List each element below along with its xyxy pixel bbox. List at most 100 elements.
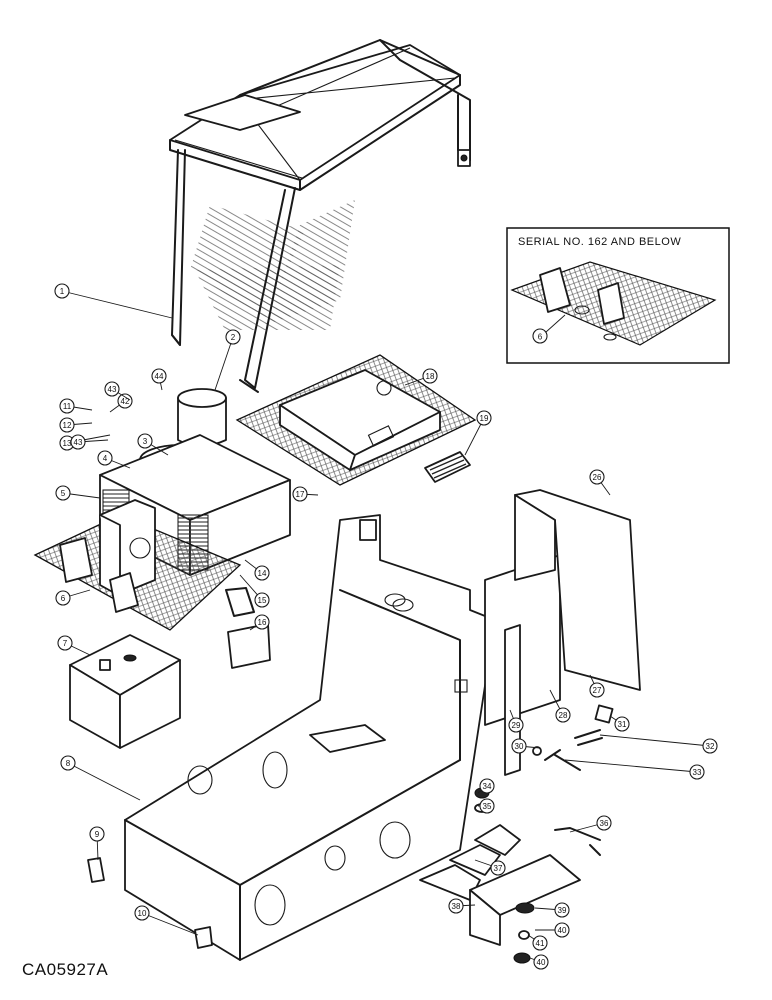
- svg-text:6: 6: [538, 333, 543, 342]
- inset-title: SERIAL NO. 162 AND BELOW: [518, 236, 681, 248]
- callout-circle: [533, 954, 549, 970]
- air-cleaner: [177, 388, 227, 447]
- callout-40: 40: [529, 954, 549, 970]
- callout-circle: [702, 738, 718, 754]
- callout-43: 43: [104, 381, 131, 401]
- callout-label: 13: [63, 439, 72, 448]
- callout-5: 5: [55, 485, 101, 501]
- callout-label: 6: [61, 594, 66, 603]
- callout-label: 14: [258, 569, 267, 578]
- callout-label: 31: [618, 720, 627, 729]
- callout-label: 12: [63, 421, 72, 430]
- callout-circle: [151, 368, 167, 384]
- callout-label: 5: [61, 489, 66, 498]
- callout-14: 14: [244, 559, 270, 581]
- callout-38: 38: [448, 898, 476, 914]
- callout-label: 37: [494, 864, 503, 873]
- callout-1: 1: [54, 283, 173, 319]
- callout-label: 34: [483, 782, 492, 791]
- callout-label: 26: [593, 473, 602, 482]
- fuel-tank: [69, 634, 181, 749]
- callout-18: 18: [404, 368, 438, 386]
- callout-circle: [59, 398, 75, 414]
- callout-label: 36: [600, 819, 609, 828]
- callout-label: 35: [483, 802, 492, 811]
- callout-42: 42: [109, 393, 133, 413]
- callout-circle: [490, 860, 506, 876]
- callout-label: 43: [108, 385, 117, 394]
- callout-36: 36: [569, 815, 612, 833]
- callout-label: 16: [258, 618, 267, 627]
- callout-circle: [532, 935, 548, 951]
- callout-label: 27: [593, 686, 602, 695]
- callout-circle: [479, 798, 495, 814]
- callout-circle: [117, 393, 133, 409]
- inset-callout: 6: [532, 328, 548, 344]
- floor-plate: [33, 499, 242, 631]
- callout-label: 42: [121, 397, 130, 406]
- callout-circle: [57, 635, 73, 651]
- callout-41: 41: [527, 934, 548, 951]
- callout-label: 15: [258, 596, 267, 605]
- callout-circle: [614, 716, 630, 732]
- figure-code: CA05927A: [22, 960, 108, 979]
- callout-circle: [137, 433, 153, 449]
- callout-44: 44: [151, 368, 167, 391]
- callout-circle: [104, 381, 120, 397]
- small-parts: [87, 587, 614, 964]
- callout-circle: [60, 755, 76, 771]
- callout-leader: [141, 912, 199, 936]
- callout-circle: [596, 815, 612, 831]
- callout-label: 7: [63, 639, 68, 648]
- callout-label: 18: [426, 372, 435, 381]
- callout-9: 9: [89, 826, 105, 861]
- callout-circle: [448, 898, 464, 914]
- callout-label: 40: [537, 958, 546, 967]
- grille: [424, 451, 471, 483]
- callout-16: 16: [249, 614, 270, 631]
- callout-leader: [599, 734, 711, 747]
- callout-8: 8: [60, 755, 141, 801]
- serial-inset: SERIAL NO. 162 AND BELOW 6: [506, 227, 730, 364]
- callout-label: 33: [693, 768, 702, 777]
- callout-26: 26: [589, 469, 611, 496]
- callout-leader: [67, 762, 141, 801]
- callout-label: 40: [558, 926, 567, 935]
- callout-circle: [254, 614, 270, 630]
- callout-17: 17: [292, 486, 319, 502]
- callout-label: 29: [512, 721, 521, 730]
- callout-label: 41: [536, 939, 545, 948]
- callout-39: 39: [534, 902, 570, 918]
- callout-32: 32: [599, 734, 718, 754]
- callout-27: 27: [589, 674, 605, 698]
- hood-plate: [235, 354, 477, 486]
- callout-circle: [225, 329, 241, 345]
- callout-circle: [134, 905, 150, 921]
- callout-circle: [254, 592, 270, 608]
- callout-40: 40: [535, 922, 570, 938]
- callout-label: 19: [480, 414, 489, 423]
- callout-label: 11: [63, 402, 72, 411]
- callout-19: 19: [464, 410, 492, 456]
- callout-7: 7: [57, 635, 91, 656]
- callout-circle: [479, 778, 495, 794]
- callout-31: 31: [609, 715, 630, 732]
- callout-circle: [59, 417, 75, 433]
- callout-label: 3: [143, 437, 148, 446]
- callout-circle: [476, 410, 492, 426]
- callout-28: 28: [549, 689, 571, 723]
- callout-2: 2: [214, 329, 241, 391]
- callout-circle: [589, 682, 605, 698]
- callout-label: 4: [103, 454, 108, 463]
- callout-circle: [689, 764, 705, 780]
- callout-label: 2: [231, 333, 236, 342]
- callout-29: 29: [508, 709, 524, 733]
- callout-label: 28: [559, 711, 568, 720]
- callout-circle: [589, 469, 605, 485]
- callout-circle: [511, 738, 527, 754]
- callout-circle: [55, 485, 71, 501]
- callout-37: 37: [474, 859, 506, 876]
- callout-label: 30: [515, 742, 524, 751]
- callout-circle: [554, 902, 570, 918]
- callout-circle: [292, 486, 308, 502]
